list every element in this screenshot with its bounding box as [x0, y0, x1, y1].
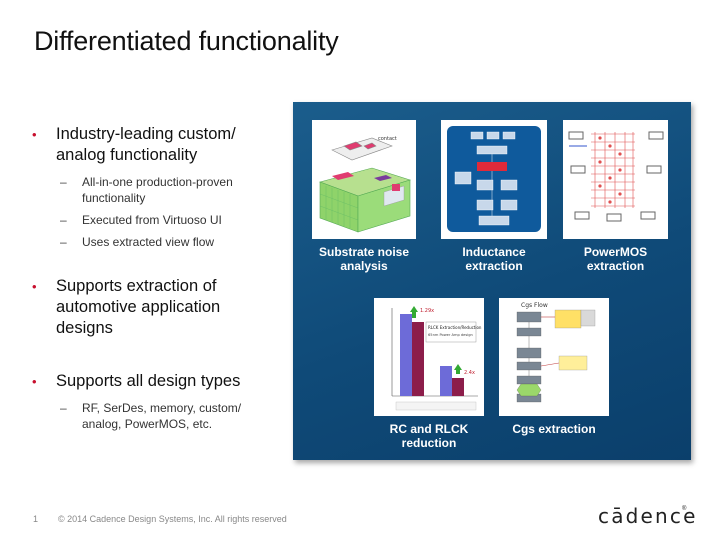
- feature-image-panel: contact: [293, 102, 691, 460]
- bullet-item: • Supports all design types: [32, 371, 282, 392]
- bullet-line: automotive application: [56, 298, 221, 316]
- sub-bullet-dash: –: [60, 213, 67, 227]
- sub-bullet-line: Executed from Virtuoso UI: [82, 213, 222, 227]
- inductance-flow-illustration: [447, 126, 541, 232]
- caption-powermos: PowerMOS extraction: [563, 245, 668, 273]
- page-number: 1: [33, 514, 39, 524]
- sub-bullet-line: RF, SerDes, memory, custom/: [82, 401, 242, 415]
- bullet-dot: •: [32, 279, 37, 294]
- rc-label-a: 1.29x: [420, 308, 434, 314]
- bullet-line: Supports extraction of: [56, 277, 217, 295]
- caption-line: analysis: [340, 259, 388, 273]
- caption-line: RC and RLCK: [389, 422, 469, 436]
- caption-line: Cgs extraction: [512, 422, 596, 436]
- cgs-flow-illustration: Cgs Flow: [516, 302, 596, 403]
- bullet-line: analog functionality: [56, 146, 198, 164]
- substrate-noise-thumbnail: contact: [312, 120, 416, 239]
- powermos-thumbnail: [563, 120, 668, 239]
- inductance-thumbnail: [441, 120, 547, 239]
- sub-bullet-dash: –: [60, 401, 67, 415]
- registered-mark: ®: [682, 506, 687, 512]
- bullet-line: Supports all design types: [56, 372, 241, 390]
- sub-bullet-item: – Uses extracted view flow: [32, 234, 282, 250]
- caption-inductance: Inductance extraction: [441, 245, 547, 273]
- sub-bullet-line: analog, PowerMOS, etc.: [82, 417, 213, 431]
- bullet-dot: •: [32, 374, 37, 389]
- caption-substrate-noise: Substrate noise analysis: [312, 245, 416, 273]
- cgs-thumbnail: Cgs Flow: [499, 298, 609, 416]
- sub-bullet-line: functionality: [82, 191, 146, 205]
- sub-bullet-item: – Executed from Virtuoso UI: [32, 212, 282, 228]
- caption-line: extraction: [586, 259, 645, 273]
- bullet-dot: •: [32, 127, 37, 142]
- rc-box-title: RLCK Extraction/Reduction: [428, 325, 482, 330]
- sub-bullet-line: Uses extracted view flow: [82, 235, 215, 249]
- sub-bullet-dash: –: [60, 175, 67, 189]
- caption-line: PowerMOS: [583, 245, 648, 259]
- rc-rlck-bar-chart: 1.29x 2.4x RLCK Extraction/Reduction 65n…: [391, 306, 482, 411]
- sub-bullet-line: All-in-one production-proven: [82, 175, 233, 189]
- caption-rc-rlck: RC and RLCK reduction: [374, 422, 484, 450]
- bullet-line: Industry-leading custom/: [56, 125, 236, 143]
- caption-line: reduction: [401, 436, 457, 450]
- bullet-item: • Supports extraction of automotive appl…: [32, 276, 282, 339]
- bullet-list: • Industry-leading custom/ analog functi…: [32, 124, 282, 432]
- sub-bullet-dash: –: [60, 235, 67, 249]
- cadence-logo: cādence: [598, 504, 698, 528]
- substrate-noise-illustration: contact: [319, 136, 412, 233]
- caption-line: Substrate noise: [318, 245, 410, 259]
- copyright-text: © 2014 Cadence Design Systems, Inc. All …: [58, 514, 287, 524]
- caption-line: Inductance: [462, 245, 526, 259]
- caption-cgs: Cgs extraction: [499, 422, 609, 436]
- caption-line: extraction: [465, 259, 523, 273]
- rc-rlck-thumbnail: 1.29x 2.4x RLCK Extraction/Reduction 65n…: [374, 298, 484, 416]
- rc-box-subtitle: 65nm Power Amp design: [428, 333, 473, 337]
- rc-label-b: 2.4x: [464, 370, 475, 376]
- sub-bullet-item: – RF, SerDes, memory, custom/ analog, Po…: [32, 400, 282, 432]
- svg-text:contact: contact: [378, 136, 397, 142]
- bullet-item: • Industry-leading custom/ analog functi…: [32, 124, 282, 166]
- cgs-flow-title: Cgs Flow: [521, 302, 548, 309]
- slide-title: Differentiated functionality: [34, 26, 339, 56]
- powermos-layout-illustration: [568, 131, 664, 222]
- sub-bullet-item: – All-in-one production-proven functiona…: [32, 174, 282, 206]
- bullet-line: designs: [56, 319, 113, 337]
